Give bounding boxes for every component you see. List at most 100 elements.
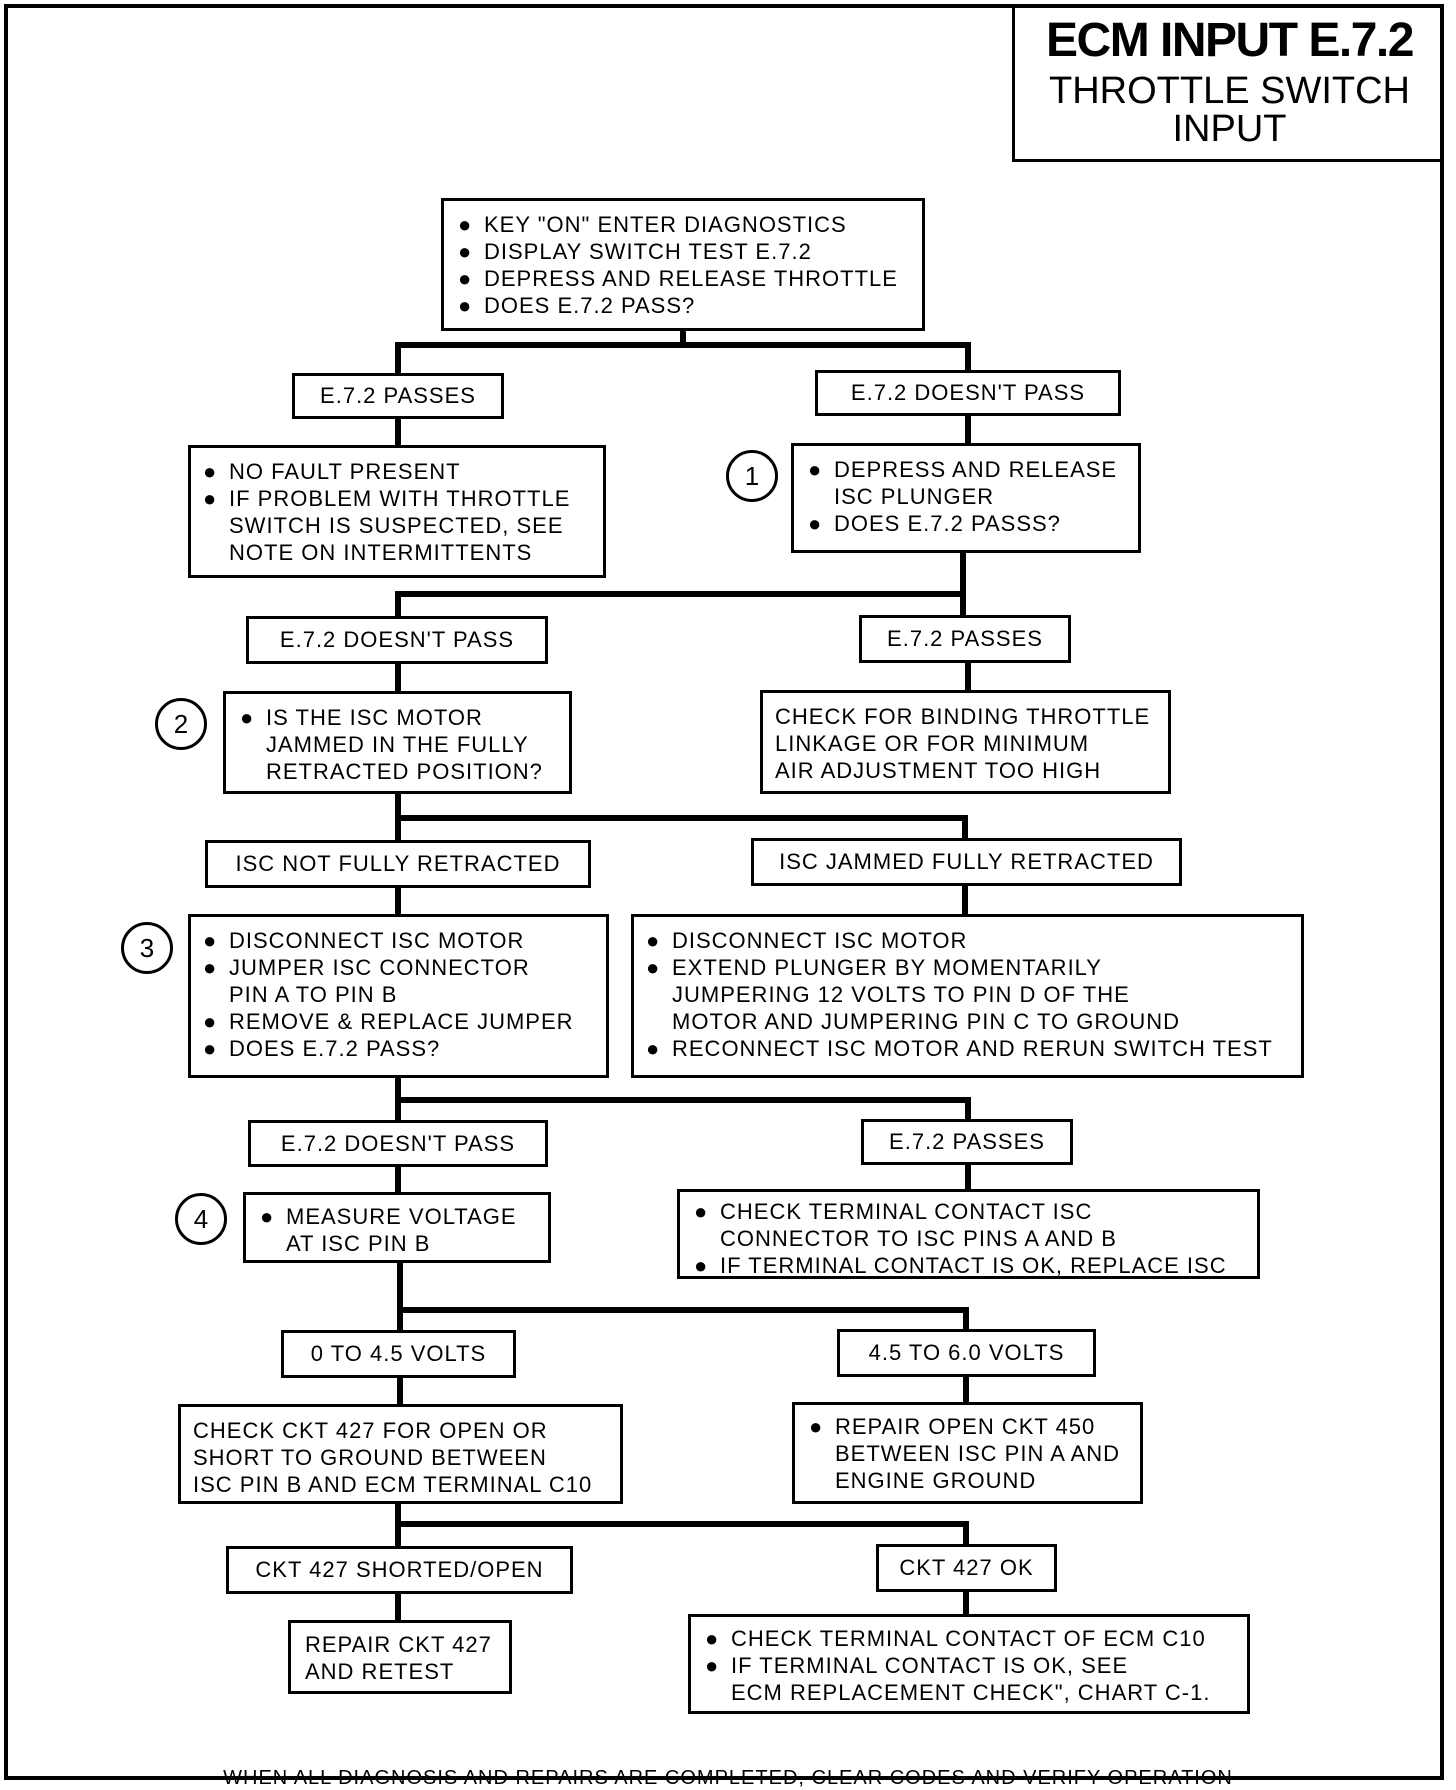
step-text: JAMMED IN THE FULLY bbox=[266, 732, 529, 757]
label-passes: E.7.2 PASSES bbox=[292, 373, 504, 419]
bullet-icon: ● bbox=[646, 928, 661, 953]
step-text: CHECK TERMINAL CONTACT OF ECM C10 bbox=[731, 1626, 1206, 1651]
bullet-icon: ● bbox=[240, 705, 255, 730]
binding-check-box: CHECK FOR BINDING THROTTLE LINKAGE OR FO… bbox=[760, 690, 1171, 794]
bullet-icon: ● bbox=[646, 955, 661, 980]
step4-box: ● MEASURE VOLTAGE AT ISC PIN B bbox=[243, 1192, 551, 1263]
subtitle-line: THROTTLE SWITCH bbox=[1049, 70, 1410, 112]
step-text: DOES E.7.2 PASS? bbox=[229, 1036, 441, 1061]
bullet-icon: ● bbox=[203, 1009, 218, 1034]
terminal-isc-box: ● CHECK TERMINAL CONTACT ISC CONNECTOR TO… bbox=[677, 1189, 1260, 1279]
step-text: ECM REPLACEMENT CHECK", CHART C-1. bbox=[731, 1680, 1211, 1705]
step-text: LINKAGE OR FOR MINIMUM bbox=[775, 731, 1090, 756]
step-text: RECONNECT ISC MOTOR AND RERUN SWITCH TES… bbox=[672, 1036, 1273, 1061]
label-doesnt-pass: E.7.2 DOESN'T PASS bbox=[248, 1120, 548, 1167]
bullet-icon: ● bbox=[646, 1036, 661, 1061]
step-text: KEY "ON" ENTER DIAGNOSTICS bbox=[484, 212, 847, 237]
step-text: DISPLAY SWITCH TEST E.7.2 bbox=[484, 239, 812, 264]
step-text: CONNECTOR TO ISC PINS A AND B bbox=[720, 1226, 1117, 1251]
step-text: PIN A TO PIN B bbox=[229, 982, 398, 1007]
repair-ckt450-box: ●REPAIR OPEN CKT 450 BETWEEN ISC PIN A A… bbox=[792, 1402, 1143, 1504]
chart-title: ECM INPUT E.7.2 bbox=[1046, 14, 1414, 67]
step-text: IS THE ISC MOTOR bbox=[266, 705, 483, 730]
step-text: IF TERMINAL CONTACT IS OK, SEE bbox=[731, 1653, 1129, 1678]
step-text: ISC PIN B AND ECM TERMINAL C10 bbox=[193, 1472, 593, 1497]
label-doesnt-pass: E.7.2 DOESN'T PASS bbox=[815, 370, 1121, 416]
step-text: DOES E.7.2 PASSS? bbox=[834, 511, 1061, 536]
step3-box: ● DISCONNECT ISC MOTOR ● JUMPER ISC CONNEC… bbox=[188, 914, 609, 1078]
step-text: REPAIR OPEN CKT 450 bbox=[835, 1414, 1096, 1439]
bullet-icon: ● bbox=[203, 459, 218, 484]
repair-ckt427-box: REPAIR CKT 427 AND RETEST bbox=[288, 1620, 512, 1694]
step-number-circle: 4 bbox=[175, 1193, 227, 1245]
step-text: ISC PLUNGER bbox=[834, 484, 995, 509]
step-text: DOES E.7.2 PASS? bbox=[484, 293, 696, 318]
bullet-icon: ● bbox=[694, 1253, 709, 1278]
step2-box: ● IS THE ISC MOTOR JAMMED IN THE FULLY RE… bbox=[223, 691, 572, 794]
label-volts-high: 4.5 TO 6.0 VOLTS bbox=[837, 1329, 1096, 1377]
bullet-icon: ● bbox=[808, 511, 823, 536]
step-text: RETRACTED POSITION? bbox=[266, 759, 543, 784]
label-passes: E.7.2 PASSES bbox=[859, 615, 1071, 663]
step-text: CHECK CKT 427 FOR OPEN OR bbox=[193, 1418, 548, 1443]
step-text: SWITCH IS SUSPECTED, SEE bbox=[229, 513, 564, 538]
label-volts-low: 0 TO 4.5 VOLTS bbox=[281, 1330, 516, 1378]
footer-note: WHEN ALL DIAGNOSIS AND REPAIRS ARE COMPL… bbox=[223, 1767, 1233, 1789]
step-text: MOTOR AND JUMPERING PIN C TO GROUND bbox=[672, 1009, 1181, 1034]
label-jammed-retracted: ISC JAMMED FULLY RETRACTED bbox=[751, 838, 1182, 886]
check-ckt427-box: CHECK CKT 427 FOR OPEN OR SHORT TO GROUN… bbox=[178, 1404, 623, 1504]
step-text: DEPRESS AND RELEASE THROTTLE bbox=[484, 266, 898, 291]
step-number-circle: 1 bbox=[726, 450, 778, 502]
step-text: ENGINE GROUND bbox=[835, 1468, 1037, 1493]
step-text: JUMPERING 12 VOLTS TO PIN D OF THE bbox=[672, 982, 1130, 1007]
title-block: ECM INPUT E.7.2 THROTTLE SWITCH INPUT bbox=[1012, 4, 1444, 162]
bullet-icon: ● bbox=[260, 1204, 275, 1229]
no-fault-box: ● NO FAULT PRESENT ● IF PROBLEM WITH THROT… bbox=[188, 445, 606, 578]
step-text: CHECK FOR BINDING THROTTLE bbox=[775, 704, 1151, 729]
bullet-icon: ● bbox=[203, 955, 218, 980]
start-step-box: ● KEY "ON" ENTER DIAGNOSTICS ● DISPLAY SWI… bbox=[441, 198, 925, 331]
bullet-icon: ● bbox=[458, 239, 473, 264]
step-text: REMOVE & REPLACE JUMPER bbox=[229, 1009, 574, 1034]
step-text: IF PROBLEM WITH THROTTLE bbox=[229, 486, 571, 511]
bullet-icon: ● bbox=[458, 266, 473, 291]
label-not-retracted: ISC NOT FULLY RETRACTED bbox=[205, 840, 591, 888]
step1-box: ● DEPRESS AND RELEASE ISC PLUNGER ● DOES E… bbox=[791, 443, 1141, 553]
step-number-circle: 3 bbox=[121, 922, 173, 974]
bullet-icon: ● bbox=[694, 1199, 709, 1224]
bullet-icon: ● bbox=[203, 486, 218, 511]
step-text: AT ISC PIN B bbox=[286, 1231, 431, 1256]
step-text: AND RETEST bbox=[305, 1659, 455, 1684]
extend-plunger-box: ● DISCONNECT ISC MOTOR ● EXTEND PLUNGER BY… bbox=[631, 914, 1304, 1078]
bullet-icon: ● bbox=[808, 457, 823, 482]
step-text: JUMPER ISC CONNECTOR bbox=[229, 955, 530, 980]
step-text: DISCONNECT ISC MOTOR bbox=[229, 928, 525, 953]
step-text: DEPRESS AND RELEASE bbox=[834, 457, 1118, 482]
step-text: AIR ADJUSTMENT TOO HIGH bbox=[775, 758, 1102, 783]
step-text: NO FAULT PRESENT bbox=[229, 459, 461, 484]
bullet-icon: ● bbox=[458, 293, 473, 318]
step-text: EXTEND PLUNGER BY MOMENTARILY bbox=[672, 955, 1102, 980]
terminal-ecm-box: ● CHECK TERMINAL CONTACT OF ECM C10 ● IF T… bbox=[688, 1614, 1250, 1714]
bullet-icon: ● bbox=[203, 1036, 218, 1061]
bullet-icon: ● bbox=[203, 928, 218, 953]
bullet-icon: ● bbox=[705, 1653, 720, 1678]
step-text: REPAIR CKT 427 bbox=[305, 1632, 492, 1657]
step-text: NOTE ON INTERMITTENTS bbox=[229, 540, 533, 565]
step-text: MEASURE VOLTAGE bbox=[286, 1204, 517, 1229]
label-shorted-open: CKT 427 SHORTED/OPEN bbox=[226, 1546, 573, 1594]
bullet-icon: ● bbox=[458, 212, 473, 237]
subtitle-line: INPUT bbox=[1172, 108, 1287, 150]
label-passes: E.7.2 PASSES bbox=[861, 1119, 1073, 1165]
page-frame bbox=[4, 4, 1444, 1780]
step-text: DISCONNECT ISC MOTOR bbox=[672, 928, 968, 953]
step-text: CHECK TERMINAL CONTACT ISC bbox=[720, 1199, 1093, 1224]
label-ckt-ok: CKT 427 OK bbox=[876, 1544, 1057, 1592]
chart-subtitle: THROTTLE SWITCH INPUT bbox=[1015, 72, 1444, 148]
bullet-icon: ● bbox=[705, 1626, 720, 1651]
step-text: SHORT TO GROUND BETWEEN bbox=[193, 1445, 547, 1470]
step-number-circle: 2 bbox=[155, 698, 207, 750]
step-text: IF TERMINAL CONTACT IS OK, REPLACE ISC bbox=[720, 1253, 1227, 1278]
step-text: BETWEEN ISC PIN A AND bbox=[835, 1441, 1121, 1466]
